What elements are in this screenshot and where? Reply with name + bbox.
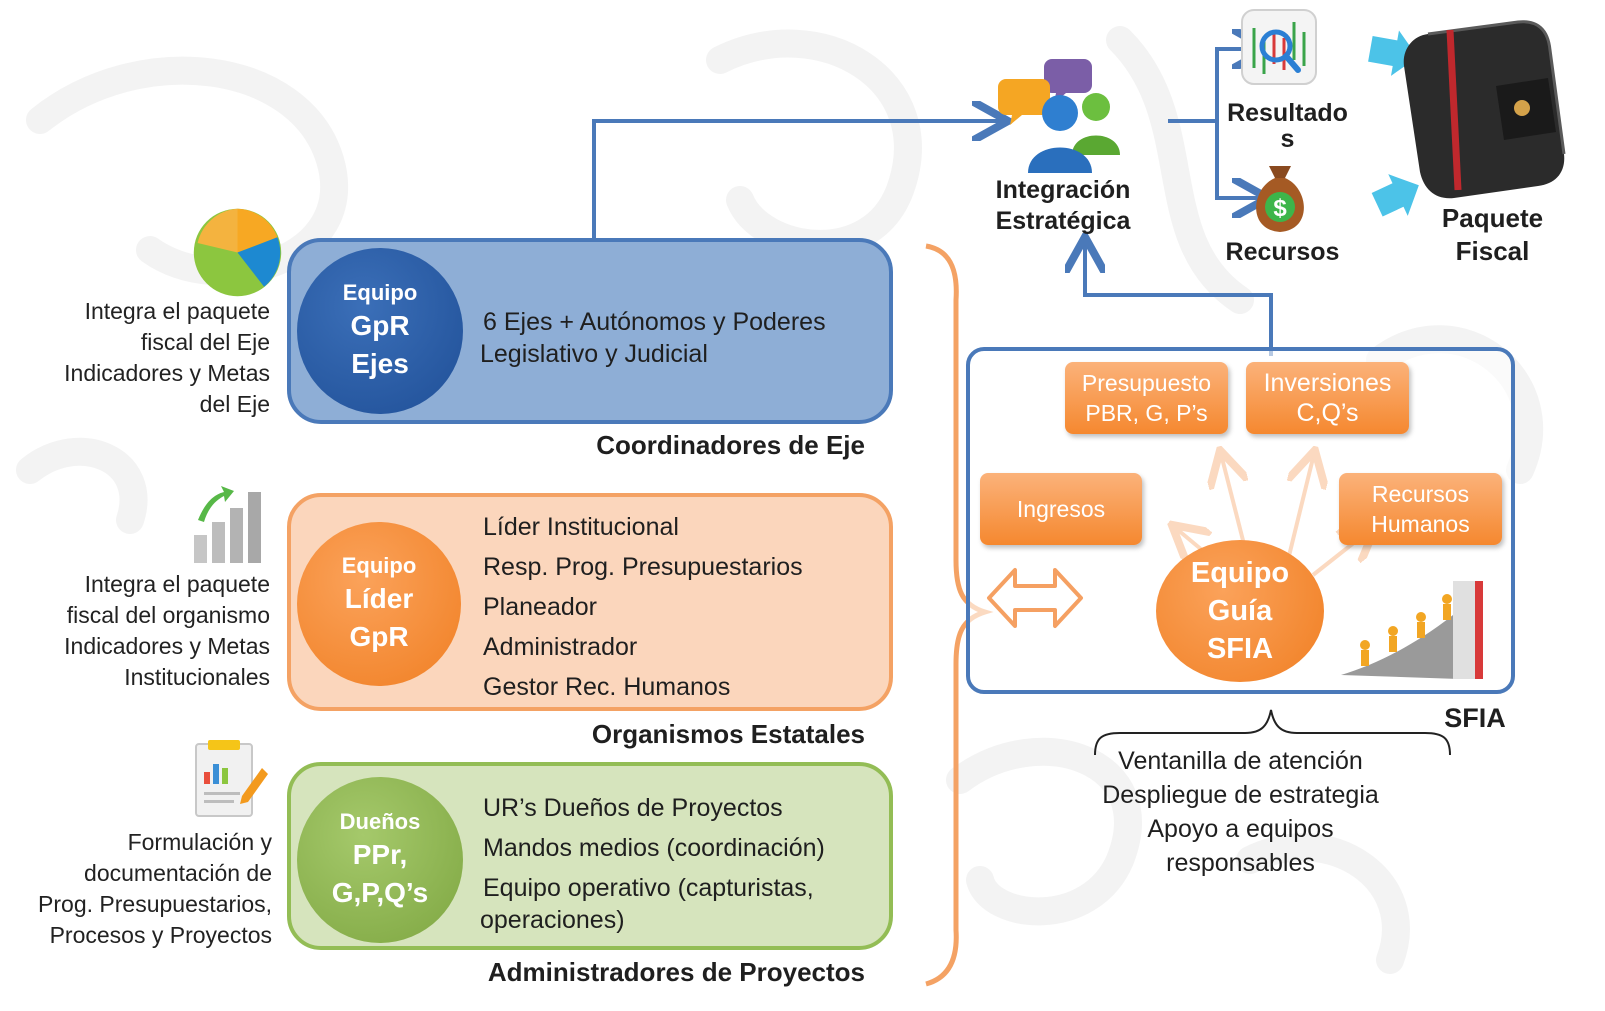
people-chat-icon xyxy=(998,59,1120,173)
box-ingresos: Ingresos xyxy=(980,473,1142,545)
svg-text:$: $ xyxy=(1273,195,1287,222)
pie-chart-icon xyxy=(193,208,282,297)
growth-bars-icon xyxy=(194,486,261,563)
report-icon xyxy=(195,740,268,817)
badge-equipo-gpr-ejes: Equipo GpR Ejes xyxy=(297,248,463,414)
teamwork-climb-icon xyxy=(1341,581,1483,679)
sfia-brace xyxy=(1094,709,1451,756)
double-arrow-icon xyxy=(987,568,1083,628)
package-label: Paquete Fiscal xyxy=(1441,203,1544,266)
tier-to-integration-connector xyxy=(592,121,1000,242)
box-recursos-humanos: Recursos Humanos xyxy=(1339,473,1502,545)
box-presupuesto: Presupuesto PBR, G, P’s xyxy=(1065,362,1228,434)
tier-ejes-lines: 6 Ejes + Autónomos y Poderes Legislativo… xyxy=(480,308,826,368)
tier-organismos-lines: Líder Institucional Resp. Prog. Presupue… xyxy=(483,513,803,701)
sfia-to-integration-connector xyxy=(1085,245,1273,356)
integration-branch xyxy=(1168,49,1260,123)
money-bag-icon: $ xyxy=(1256,166,1304,232)
resources-to-package-arrow xyxy=(1371,174,1419,217)
box-inversiones: Inversiones C,Q’s xyxy=(1246,362,1409,434)
caption-administradores: Administradores de Proyectos xyxy=(487,957,865,987)
proyectos-description: Formulación y documentación de Prog. Pre… xyxy=(38,829,272,948)
badge-duenos-ppr: Dueños PPr, G,P,Q’s xyxy=(297,777,463,943)
eje-description: Integra el paquete fiscal del Eje Indica… xyxy=(64,298,270,417)
resources-label: Recursos xyxy=(1225,238,1340,266)
sfia-desk-description: Ventanilla de atención Despliegue de est… xyxy=(1102,747,1379,877)
organismo-description: Integra el paquete fiscal del organismo … xyxy=(64,571,270,690)
results-label: Resultado s xyxy=(1227,99,1348,153)
results-chart-icon xyxy=(1241,9,1317,85)
caption-coordinadores: Coordinadores de Eje xyxy=(596,430,865,460)
badge-equipo-lider-gpr: Equipo Líder GpR xyxy=(297,522,461,686)
tier-proyectos-lines: UR’s Dueños de Proyectos Mandos medios (… xyxy=(480,794,825,934)
sfia-label: SFIA xyxy=(1444,703,1506,733)
wallet-icon xyxy=(1403,20,1566,199)
badge-equipo-guia-sfia: Equipo Guía SFIA xyxy=(1156,540,1324,682)
caption-organismos: Organismos Estatales xyxy=(591,719,865,749)
integration-label: Integración Estratégica xyxy=(995,176,1131,235)
